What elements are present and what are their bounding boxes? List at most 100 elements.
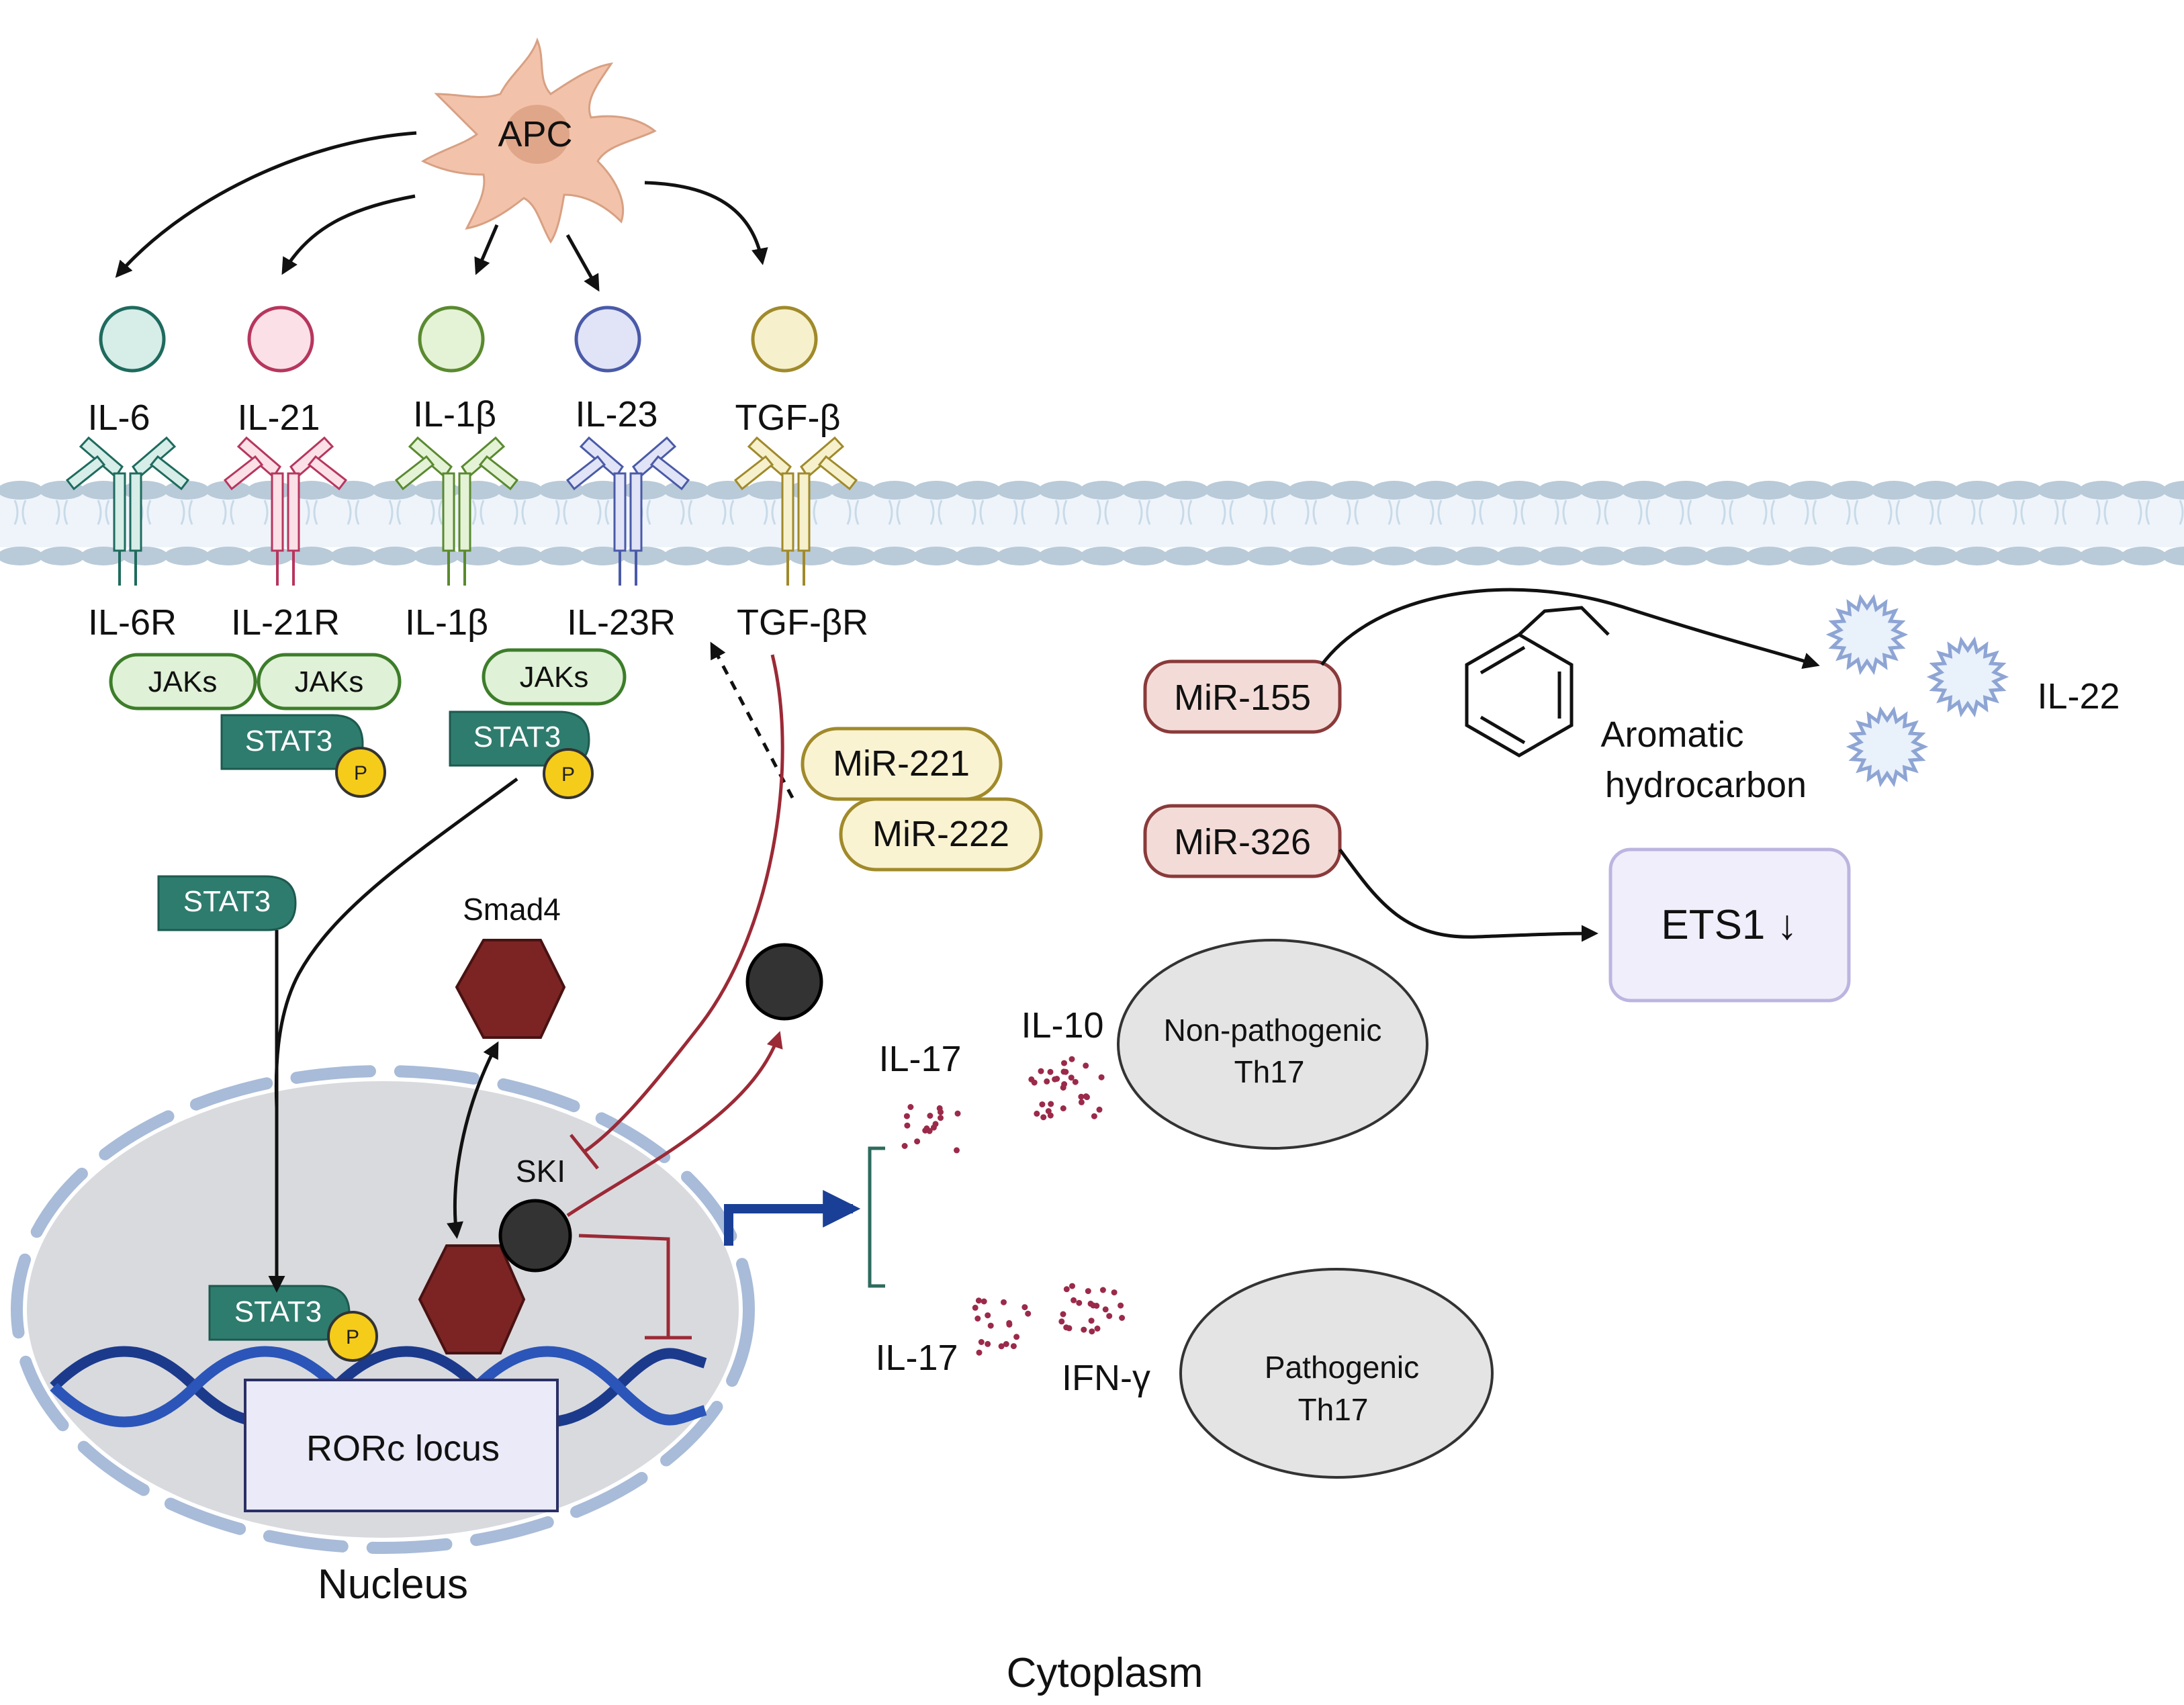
lipid-head — [2163, 481, 2184, 500]
lipid-head — [206, 481, 251, 500]
receptor-icon — [733, 436, 858, 586]
svg-text:MiR-221: MiR-221 — [833, 743, 970, 784]
cytokine-dot — [1098, 1074, 1105, 1080]
lipid-tail — [1846, 500, 1859, 525]
lipid-tail — [1804, 500, 1817, 525]
lipid-head — [1704, 481, 1750, 500]
il1b-label: IL-1β — [413, 394, 496, 434]
cytokine-dot — [903, 1113, 910, 1119]
lipid-head — [1246, 481, 1292, 500]
cytokine-dot — [1010, 1343, 1017, 1350]
lipid-head — [2121, 481, 2167, 500]
jak-pill-3: JAKs — [482, 648, 627, 706]
lipid-tail — [97, 500, 110, 525]
lipid-tail — [1221, 500, 1234, 525]
nucleus: Nucleus — [11, 1065, 755, 1608]
lipid-head — [1871, 481, 1917, 500]
mir155-to-il22-arrow — [1320, 588, 1820, 670]
lipid-tail — [846, 500, 860, 525]
cytokine-dot — [1040, 1114, 1047, 1121]
lipid-head — [122, 547, 168, 565]
lipid-head — [2079, 481, 2125, 500]
svg-text:STAT3: STAT3 — [183, 885, 271, 918]
il22-label: IL-22 — [2037, 676, 2120, 717]
cytokine-dot — [1111, 1289, 1118, 1296]
il6-label: IL-6 — [87, 398, 150, 438]
apc-to-tgfb-arrow — [644, 181, 768, 265]
cytokine-dot — [907, 1104, 914, 1110]
lipid-head — [2163, 547, 2184, 565]
cytokine-dot — [1058, 1318, 1065, 1325]
cytokine-dot — [1094, 1325, 1101, 1332]
cytokine-dot — [1093, 1303, 1100, 1309]
cytokine-dots-icon — [1058, 1283, 1126, 1335]
aromatic-label-line2: hydrocarbon — [1605, 765, 1807, 805]
lipid-head — [1704, 547, 1750, 565]
lipid-head — [1580, 481, 1625, 500]
cytokine-dot — [922, 1127, 929, 1134]
lipid-head — [955, 547, 1001, 565]
lipid-head — [872, 547, 917, 565]
cytoplasm-label: Cytoplasm — [1007, 1650, 1203, 1696]
lipid-head — [1038, 481, 1084, 500]
cytokine-dot — [1061, 1060, 1067, 1066]
lipid-head — [1829, 547, 1875, 565]
il1b-receptor-label: IL-1β — [405, 602, 488, 643]
mir155-pill: MiR-155 — [1143, 659, 1342, 734]
cytokine-dot — [1119, 1315, 1126, 1321]
il22-starburst — [1926, 636, 2009, 718]
smad4-label: Smad4 — [463, 892, 561, 927]
cytokine-dot — [976, 1349, 983, 1356]
cytokine-dot — [1052, 1076, 1058, 1082]
cytokine-il6: IL-6 — [87, 306, 166, 438]
lipid-head — [1288, 547, 1334, 565]
lipid-head — [289, 481, 334, 500]
lipid-tail — [180, 500, 193, 525]
cell-membrane — [0, 481, 2184, 565]
cytokine-dot — [930, 1124, 937, 1131]
output-bracket — [868, 1146, 885, 1288]
il23r-label: IL-23R — [567, 602, 676, 643]
lipid-tail — [1013, 500, 1026, 525]
cytokine-dot — [914, 1138, 921, 1145]
ifng-label: IFN-γ — [1062, 1358, 1150, 1398]
lipid-head — [788, 547, 834, 565]
il21-label: IL-21 — [237, 398, 320, 438]
lipid-head — [122, 481, 168, 500]
receptor-icon — [223, 436, 348, 586]
cytokine-dot — [1061, 1081, 1068, 1087]
cytokine-dot — [938, 1115, 944, 1121]
lipid-tail — [1471, 500, 1484, 525]
tgfbr-inhibits-ski — [570, 654, 784, 1170]
lipid-tail — [1596, 500, 1609, 525]
lipid-head — [164, 547, 210, 565]
cytokine-dot — [1085, 1288, 1091, 1295]
lipid-head — [1871, 547, 1917, 565]
cytokine-dot — [1039, 1101, 1046, 1108]
signaling-arrows — [268, 777, 518, 1293]
jak-pill-1: JAKs — [109, 653, 257, 710]
lipid-tail — [1679, 500, 1692, 525]
lipid-tail — [1304, 500, 1318, 525]
lipid-head — [913, 481, 959, 500]
rorc-locus-box: RORc locus — [244, 1379, 559, 1512]
svg-text:P: P — [354, 762, 367, 784]
lipid-head — [0, 547, 43, 565]
lipid-tail — [929, 500, 943, 525]
lipid-tail — [680, 500, 693, 525]
il17-top-label: IL-17 — [878, 1039, 961, 1079]
lipid-head — [1996, 547, 2042, 565]
lipid-head — [830, 481, 876, 500]
lipid-tail — [430, 500, 443, 525]
lipid-head — [39, 547, 85, 565]
lipid-head — [372, 547, 418, 565]
lipid-head — [955, 481, 1001, 500]
stat3-phospho-1: STAT3 P — [220, 714, 386, 798]
lipid-tail — [1637, 500, 1651, 525]
cytokine-dot — [985, 1312, 991, 1319]
apc-label: APC — [498, 114, 572, 154]
lipid-tail — [13, 500, 27, 525]
stat3-phospho-2: STAT3 P — [449, 710, 594, 799]
lipid-head — [1330, 547, 1375, 565]
